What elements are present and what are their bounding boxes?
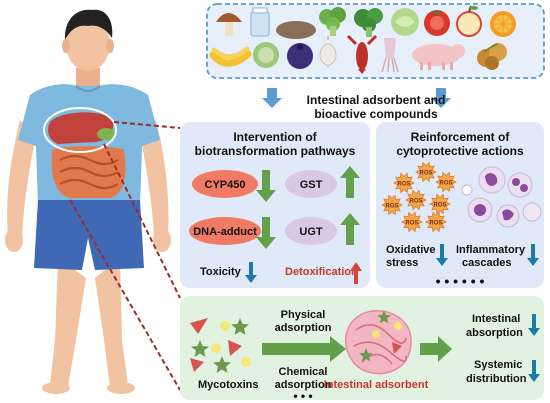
- crayfish-icon: [346, 34, 378, 74]
- right-title-line2: cytoprotective actions: [396, 144, 524, 158]
- blueberry-icon: [287, 43, 313, 69]
- down-arrow-icon: [256, 170, 276, 202]
- down-arrow-icon: [256, 217, 276, 249]
- caption-line2: bioactive compounds: [314, 107, 438, 121]
- dna-adduct-oval: [189, 217, 261, 245]
- ros-label: ROS: [397, 182, 410, 188]
- mushroom-icon: [216, 13, 242, 36]
- biotransformation-panel: [180, 122, 370, 288]
- ros-label: ROS: [405, 221, 418, 227]
- left-title-line2: biotransformation pathways: [195, 144, 356, 158]
- dna-adduct-label: DNA-adduct: [193, 226, 257, 238]
- ros-burst-icon: ROS: [435, 171, 457, 193]
- ros-burst-icon: ROS: [393, 172, 415, 194]
- right-dots: • • • • • •: [436, 273, 485, 289]
- pig-icon: [412, 44, 465, 70]
- cyp450-label: CYP450: [205, 179, 246, 191]
- banana-icon: [209, 46, 252, 67]
- oxidative-line1: Oxidative: [386, 244, 436, 256]
- detoxification-label: Detoxification: [285, 266, 358, 278]
- cytoprotective-panel: [376, 122, 544, 288]
- right-arrow-icon: [420, 336, 452, 362]
- walnut-icon: [477, 43, 507, 70]
- ros-burst-icon: ROS: [415, 161, 437, 183]
- down-arrow-icon: [245, 262, 257, 283]
- ros-label: ROS: [433, 203, 446, 209]
- left-title-line1: Intervention of: [233, 130, 317, 144]
- up-arrow-icon: [350, 262, 362, 284]
- mycotoxins-label: Mycotoxins: [198, 379, 259, 391]
- oxidative-line2: stress: [386, 257, 418, 269]
- ugt-oval: [285, 217, 337, 245]
- down-arrow-icon: [527, 244, 539, 266]
- systemic-line2: distribution: [466, 373, 527, 385]
- inflammatory-line1: Inflammatory: [456, 244, 526, 256]
- apple-icon: [456, 5, 482, 37]
- intestinal-line1: Intestinal: [472, 313, 520, 325]
- gst-label: GST: [300, 179, 323, 191]
- physical-line1: Physical: [281, 309, 326, 321]
- ros-burst-icon: ROS: [405, 189, 427, 211]
- physical-line2: adsorption: [275, 322, 332, 334]
- connector-lines: [69, 121, 181, 391]
- down-arrow-icon: [528, 314, 540, 336]
- bottom-dots: • • •: [293, 389, 312, 403]
- ros-cluster: ROS ROS ROS ROS ROS ROS ROS ROS: [381, 161, 457, 233]
- ugt-label: UGT: [299, 226, 323, 238]
- milk-icon: [250, 7, 270, 37]
- food-row-1: [216, 5, 516, 39]
- blue-arrows: [262, 88, 451, 108]
- broccoli-icon: [354, 8, 383, 37]
- ros-burst-icon: ROS: [425, 211, 447, 233]
- chia-seeds-icon: [276, 21, 316, 39]
- up-arrow-icon: [340, 213, 360, 245]
- inflammatory-line2: cascades: [462, 257, 512, 269]
- up-arrow-icon: [340, 166, 360, 198]
- ros-label: ROS: [385, 204, 398, 210]
- chemical-line2: adsorption: [275, 379, 332, 391]
- ros-label: ROS: [409, 199, 422, 205]
- gst-oval: [285, 170, 337, 198]
- liver-icon: [48, 112, 114, 144]
- ros-burst-icon: ROS: [401, 211, 423, 233]
- right-title-line1: Reinforcement of: [411, 130, 511, 144]
- intestinal-line2: absorption: [466, 327, 523, 339]
- adsorbent-icon: [344, 310, 412, 375]
- orange-icon: [490, 11, 516, 37]
- squid-icon: [381, 38, 399, 73]
- cauliflower-icon: [253, 42, 279, 68]
- cabbage-icon: [391, 8, 419, 36]
- garlic-icon: [319, 36, 337, 67]
- down-arrow-icon: [436, 244, 448, 266]
- down-arrow-icon: [528, 360, 540, 382]
- tomato-icon: [424, 10, 450, 36]
- caption-line1: Intestinal adsorbent and: [307, 93, 446, 107]
- inflammatory-cells: [461, 166, 542, 228]
- ros-burst-icon: ROS: [381, 194, 403, 216]
- chemical-line1: Chemical: [279, 366, 328, 378]
- right-arrow-icon: [262, 336, 346, 362]
- ros-burst-icon: ROS: [429, 193, 451, 215]
- food-row-2: [209, 34, 507, 74]
- ros-label: ROS: [419, 171, 432, 177]
- broccoli-icon: [319, 7, 346, 36]
- ros-label: ROS: [429, 221, 442, 227]
- human-figure: [5, 9, 171, 394]
- ros-label: ROS: [439, 181, 452, 187]
- systemic-line1: Systemic: [474, 359, 522, 371]
- cyp450-oval: [192, 170, 258, 198]
- adsorbent-label: Intestinal adsorbent: [324, 379, 429, 391]
- mycotoxin-shapes: [190, 318, 251, 373]
- toxicity-label: Toxicity: [200, 266, 242, 278]
